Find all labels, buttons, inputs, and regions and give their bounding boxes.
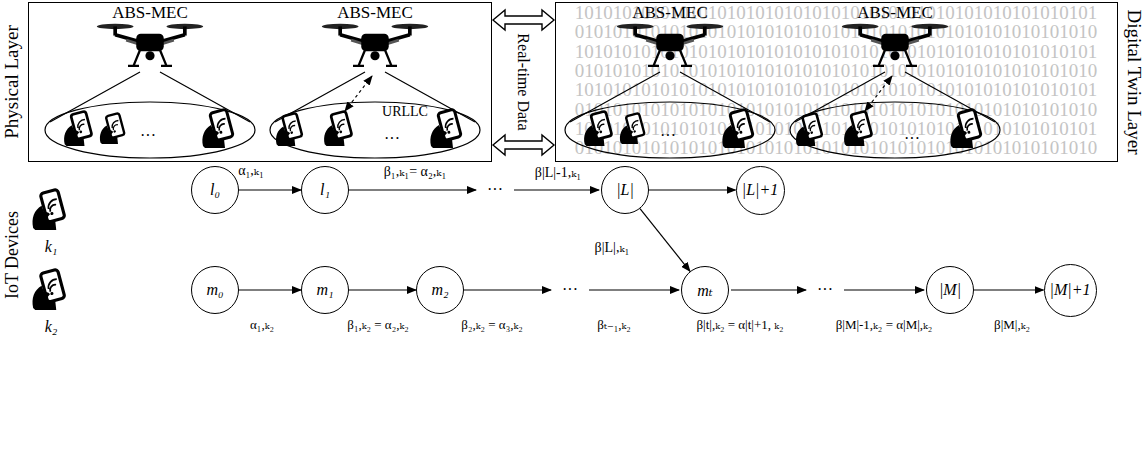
state-circle: |L|+1 [736,166,785,215]
text-label: ABS-MEC [857,3,933,23]
text-label: β|t|,ₖ₂ = α|t|+1, ₖ₂ [696,318,783,333]
phone-icon [202,109,233,148]
state-circle: m₁ [301,266,349,314]
transition-arrow [731,289,806,290]
edge-label: α₁,ₖ₂ [250,318,274,333]
transition-arrow [589,289,679,290]
layer-panel: Digital Twin Layer [555,2,1118,162]
drone-icon [322,24,428,66]
phone-icon [33,189,65,230]
text-label: IoT Devices [2,211,23,299]
text-label: ··· [140,127,156,145]
urllc-link [345,76,372,111]
edge-label: β|L|,ₖ₁ [595,240,630,256]
text-label: 1010101010101010101010101010101010101010… [575,79,1098,101]
text-label: 1010101010101010101010101010101010101010… [575,118,1098,140]
transition-arrow [514,189,599,190]
transition-arrow [239,289,301,290]
text-label: β₂,ₖ₂ = α₃,ₖ₂ [461,318,522,333]
state-circle: m₂ [416,266,464,314]
state-name: mₜ [697,281,713,300]
drone-icon [97,24,203,66]
state-name: |M| [939,281,961,299]
state-circle: |M|+1 [1044,264,1097,317]
layer-panel: Physical Layer [28,2,492,162]
text-label: 0101010101010101010101010101010101010101… [575,21,1098,43]
state-name: l₁ [320,181,330,199]
text-label: k₂ [45,318,58,336]
state-name: m₂ [431,281,448,299]
text-label: ··· [660,127,676,145]
edge-label: Real-time Data [514,33,532,130]
transition-arrow [640,209,690,272]
text-label: 1010101010101010101010101010101010101010… [575,41,1098,63]
state-circle: |L| [601,166,649,214]
transition-arrow [974,289,1044,290]
text-label: ··· [384,130,400,148]
text-label: ABS-MEC [337,3,413,23]
state-circle: l₁ [301,166,349,214]
text-label: 0101010101010101010101010101010101010101… [575,99,1098,121]
phone-icon [324,111,352,146]
text-label: URLLC [382,104,428,120]
state-name: m₁ [316,281,333,299]
text-label: 0101010101010101010101010101010101010101… [575,60,1098,82]
text-label: β₁,ₖ₁= α₂,ₖ₁ [384,164,447,180]
text-label: ··· [487,181,503,199]
layer-heading: Physical Layer [1,25,23,138]
text-label: β|L|-1,ₖ₁ [535,165,581,181]
phone-icon [64,111,92,146]
edge-label: α₁,ₖ₁ [238,163,264,179]
text-label: βₜ₋₁,ₖ₂ [597,318,631,333]
text-label: β|M|-1,ₖ₂ = α|M|,ₖ₂ [836,318,933,333]
text-label: ABS-MEC [112,3,188,23]
state-circle: l₀ [191,166,239,214]
phone-icon [33,269,65,310]
text-label: 0101010101010101010101010101010101010101… [575,137,1098,159]
transition-arrow [349,289,416,290]
transition-arrow [844,289,924,290]
layer-heading: Digital Twin Layer [1123,9,1145,154]
edge-label: β|M|,ₖ₂ [994,318,1030,333]
edge-label: β₁,ₖ₂ = α₂,ₖ₂ [347,318,408,333]
transition-arrow [464,289,551,290]
transition-arrow [239,189,301,190]
transition-arrow [649,189,736,190]
state-circle: |M| [926,266,974,314]
text-label: ··· [817,281,833,299]
state-circle: m₀ [191,266,239,314]
state-name: m₀ [206,281,223,299]
phone-icon [430,109,461,148]
phone-icon [276,113,302,146]
text-label: k₁ [45,238,58,256]
text-label: ··· [562,281,578,299]
device-cluster [45,102,255,158]
transition-arrow [493,10,554,30]
text-label: ··· [904,130,920,148]
phone-icon [100,113,125,144]
text-label: ABS-MEC [632,3,708,23]
transition-arrow [349,189,476,190]
state-name: l₀ [210,181,220,199]
state-circle: mₜ [681,266,729,314]
state-name: |L|+1 [742,181,779,199]
state-name: |M|+1 [1050,281,1091,299]
device-cluster [270,102,480,158]
state-name: |L| [616,181,634,199]
transition-arrow [493,135,554,155]
